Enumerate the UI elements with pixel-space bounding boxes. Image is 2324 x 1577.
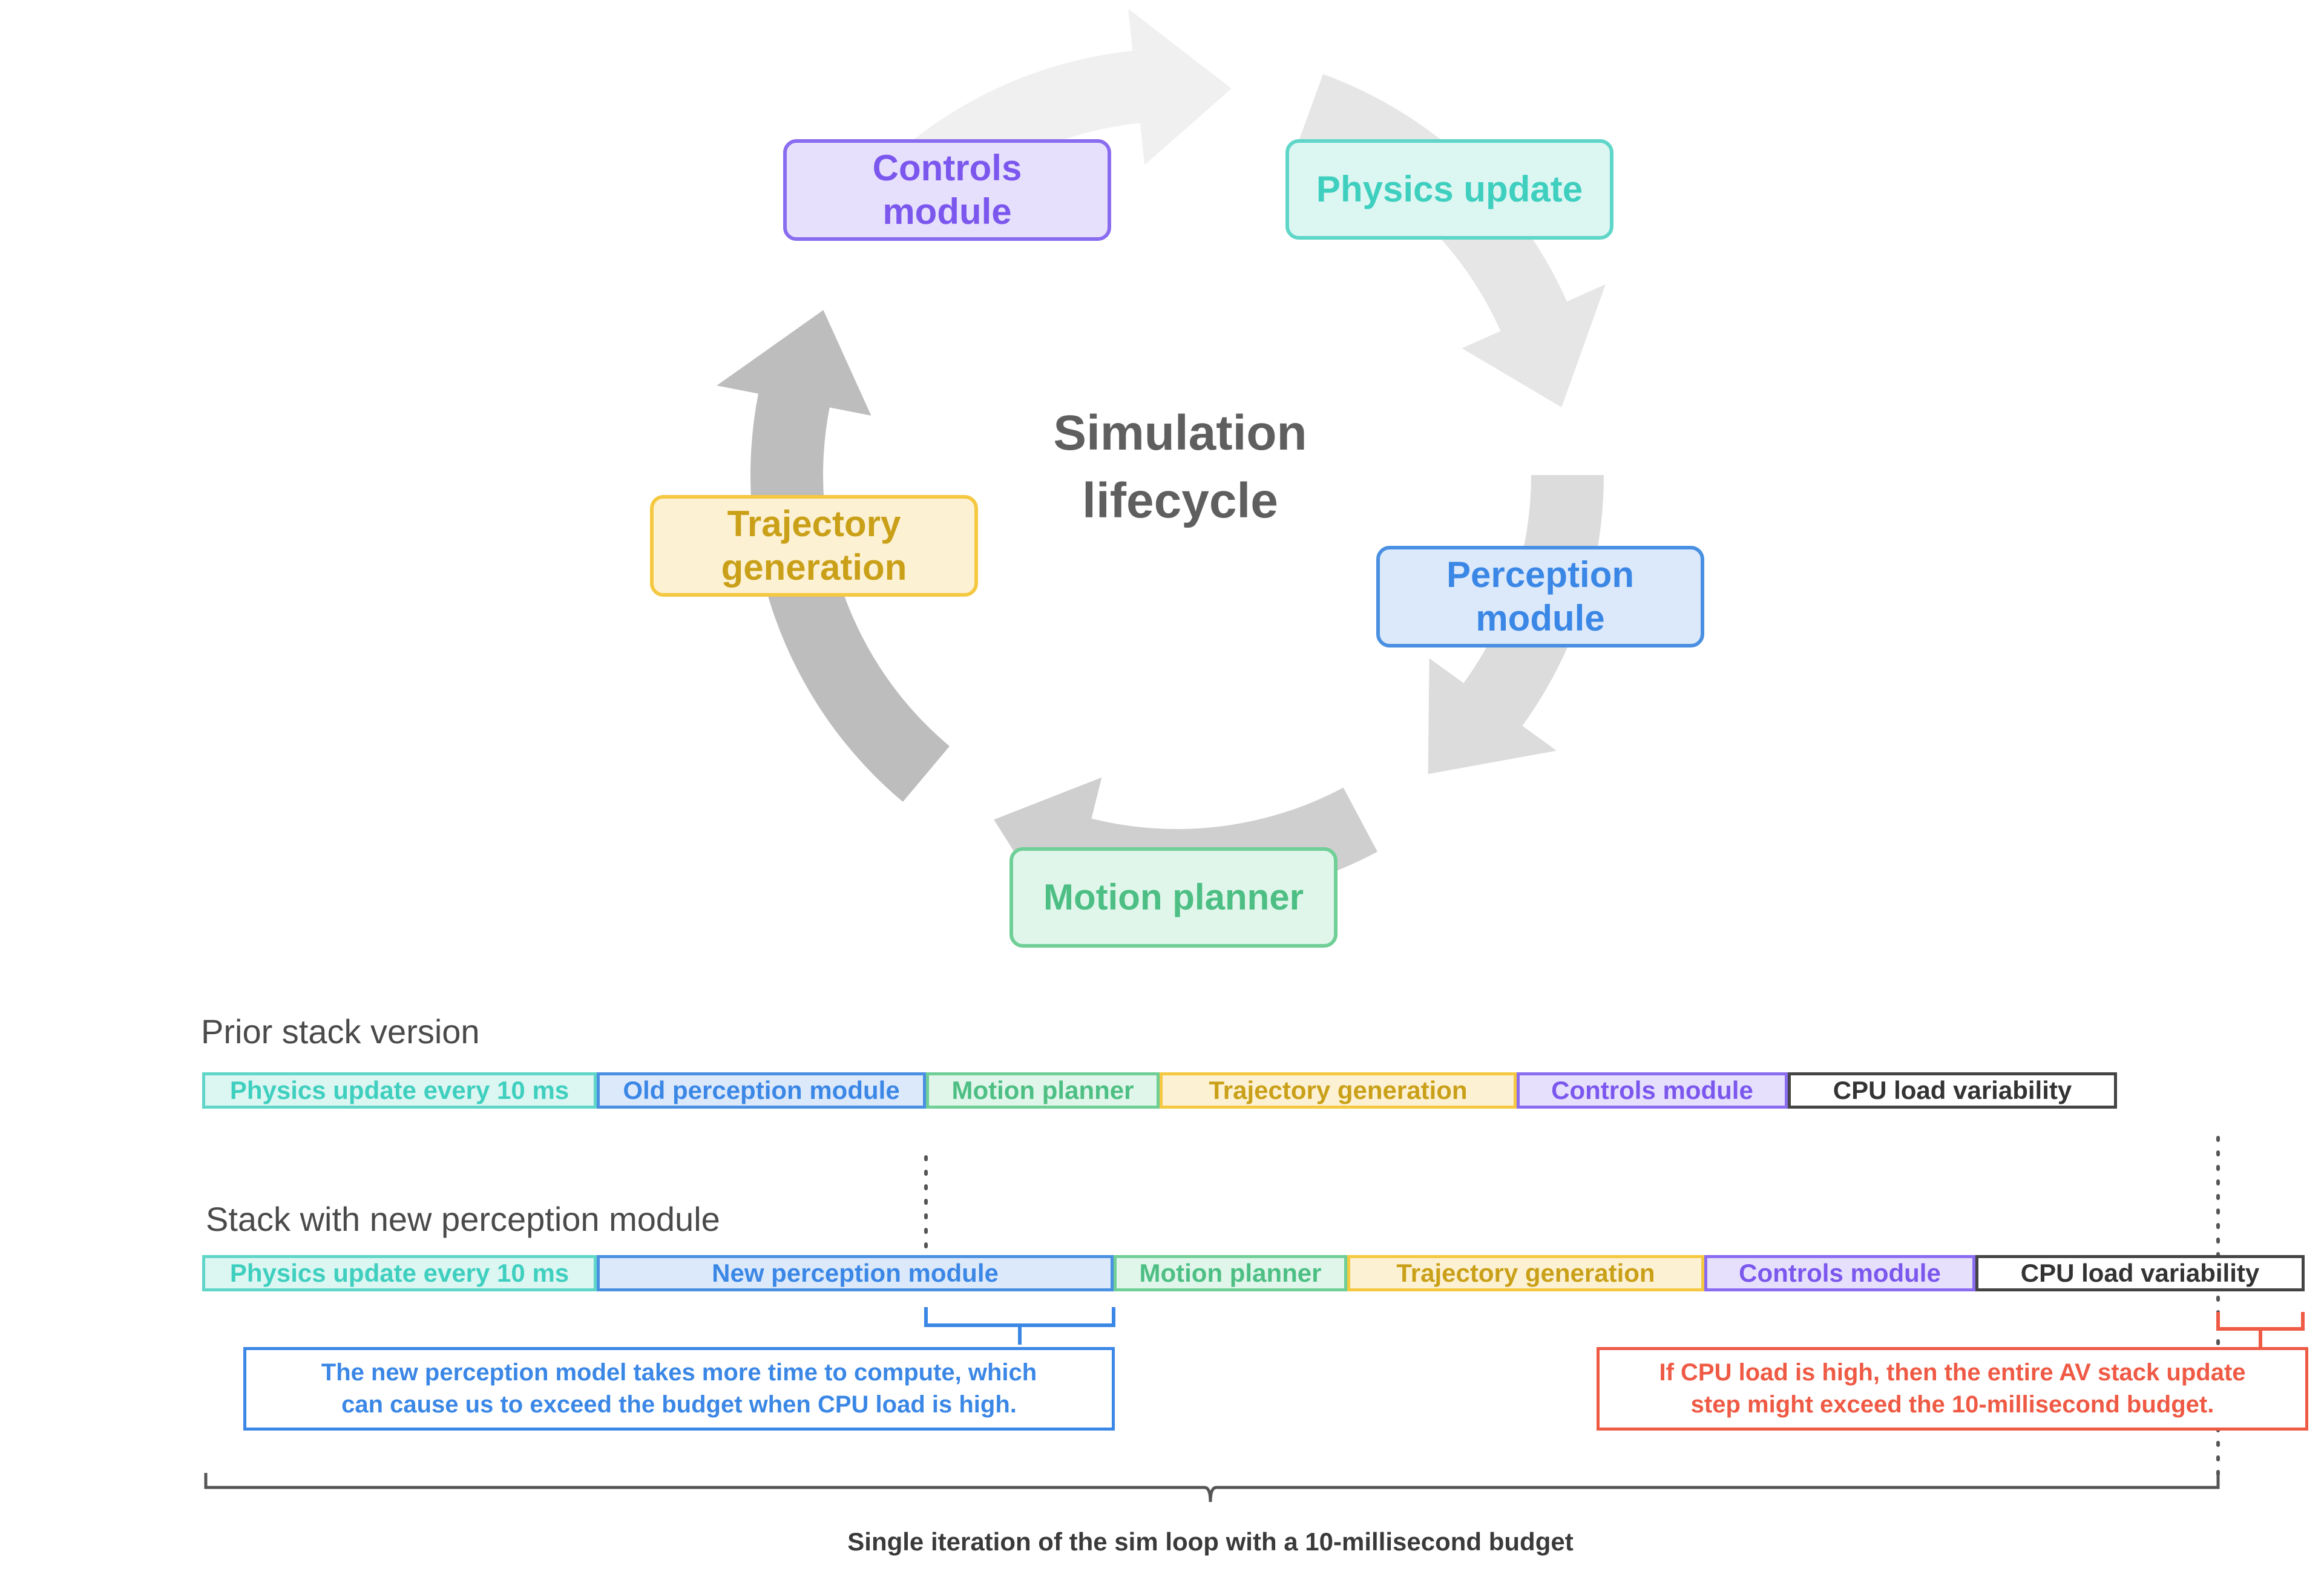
new-controls-segment: Controls module (1704, 1255, 1975, 1291)
prior-stack-bar: Physics update every 10 ms Old perceptio… (202, 1072, 2117, 1109)
prior-stack-title: Prior stack version (201, 1012, 480, 1051)
perception-module-label: Perception module (1446, 554, 1635, 638)
prior-motion-segment: Motion planner (926, 1072, 1160, 1109)
new-trajectory-segment: Trajectory generation (1347, 1255, 1704, 1291)
perception-overflow-bracket (924, 1307, 1115, 1345)
cycle-center-title: Simulation lifecycle (1053, 405, 1307, 528)
budget-caption: Single iteration of the sim loop with a … (847, 1527, 1574, 1556)
cpu-annotation: If CPU load is high, then the entire AV … (1597, 1347, 2308, 1431)
new-stack-bar: Physics update every 10 ms New perceptio… (202, 1255, 2305, 1291)
cpu-overflow-bracket (2216, 1312, 2305, 1347)
prior-controls-segment: Controls module (1517, 1072, 1788, 1109)
budget-bracket (204, 1473, 2220, 1503)
prior-perception-segment: Old perception module (597, 1072, 926, 1109)
new-stack-title: Stack with new perception module (206, 1200, 720, 1238)
physics-update-label: Physics update (1316, 169, 1583, 209)
controls-module-node: Controls module (783, 139, 1111, 241)
trajectory-generation-label: Trajectory generation (721, 503, 907, 588)
prior-physics-segment: Physics update every 10 ms (202, 1072, 597, 1109)
new-perception-segment: New perception module (597, 1255, 1114, 1291)
cycle-arrow-5 (717, 310, 950, 802)
motion-planner-node: Motion planner (1009, 847, 1338, 948)
perception-module-node: Perception module (1376, 546, 1704, 648)
physics-update-node: Physics update (1285, 139, 1613, 240)
new-motion-segment: Motion planner (1114, 1255, 1347, 1291)
prior-trajectory-segment: Trajectory generation (1160, 1072, 1517, 1109)
cycle-arrow-2 (1298, 74, 1606, 407)
motion-planner-label: Motion planner (1043, 877, 1304, 917)
new-cpu-segment: CPU load variability (1975, 1255, 2305, 1291)
new-physics-segment: Physics update every 10 ms (202, 1255, 597, 1291)
perception-annotation: The new perception model takes more time… (243, 1347, 1115, 1431)
prior-cpu-segment: CPU load variability (1788, 1072, 2117, 1109)
trajectory-generation-node: Trajectory generation (650, 495, 978, 597)
controls-module-label: Controls module (872, 148, 1022, 232)
